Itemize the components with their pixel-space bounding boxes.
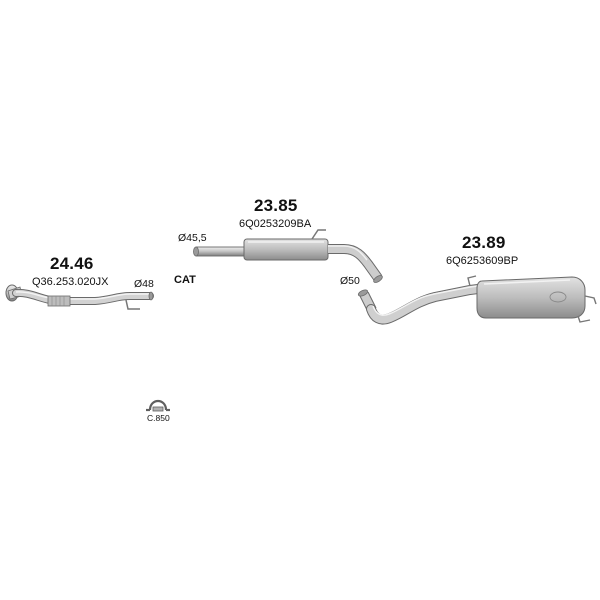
middle-silencer-drawing (193, 229, 383, 283)
clamp-drawing (146, 399, 170, 412)
clamp-code: C.850 (147, 413, 170, 423)
cat-label: CAT (174, 274, 196, 286)
oem-number-front-pipe: Q36.253.020JX (32, 276, 109, 288)
part-number-middle-silencer: 23.85 (254, 196, 298, 215)
diameter-inlet-middle-silencer: Ø45,5 (178, 232, 207, 244)
oem-number-middle-silencer: 6Q0253209BA (239, 218, 312, 230)
part-number-front-pipe: 24.46 (50, 254, 94, 273)
front-pipe-drawing (5, 284, 154, 310)
oem-number-rear-silencer: 6Q6253609BP (446, 255, 519, 267)
part-number-rear-silencer: 23.89 (462, 233, 506, 252)
diameter-outlet-middle-silencer: Ø50 (340, 275, 360, 287)
rear-silencer-drawing (357, 275, 597, 325)
diameter-front-pipe: Ø48 (134, 278, 154, 290)
